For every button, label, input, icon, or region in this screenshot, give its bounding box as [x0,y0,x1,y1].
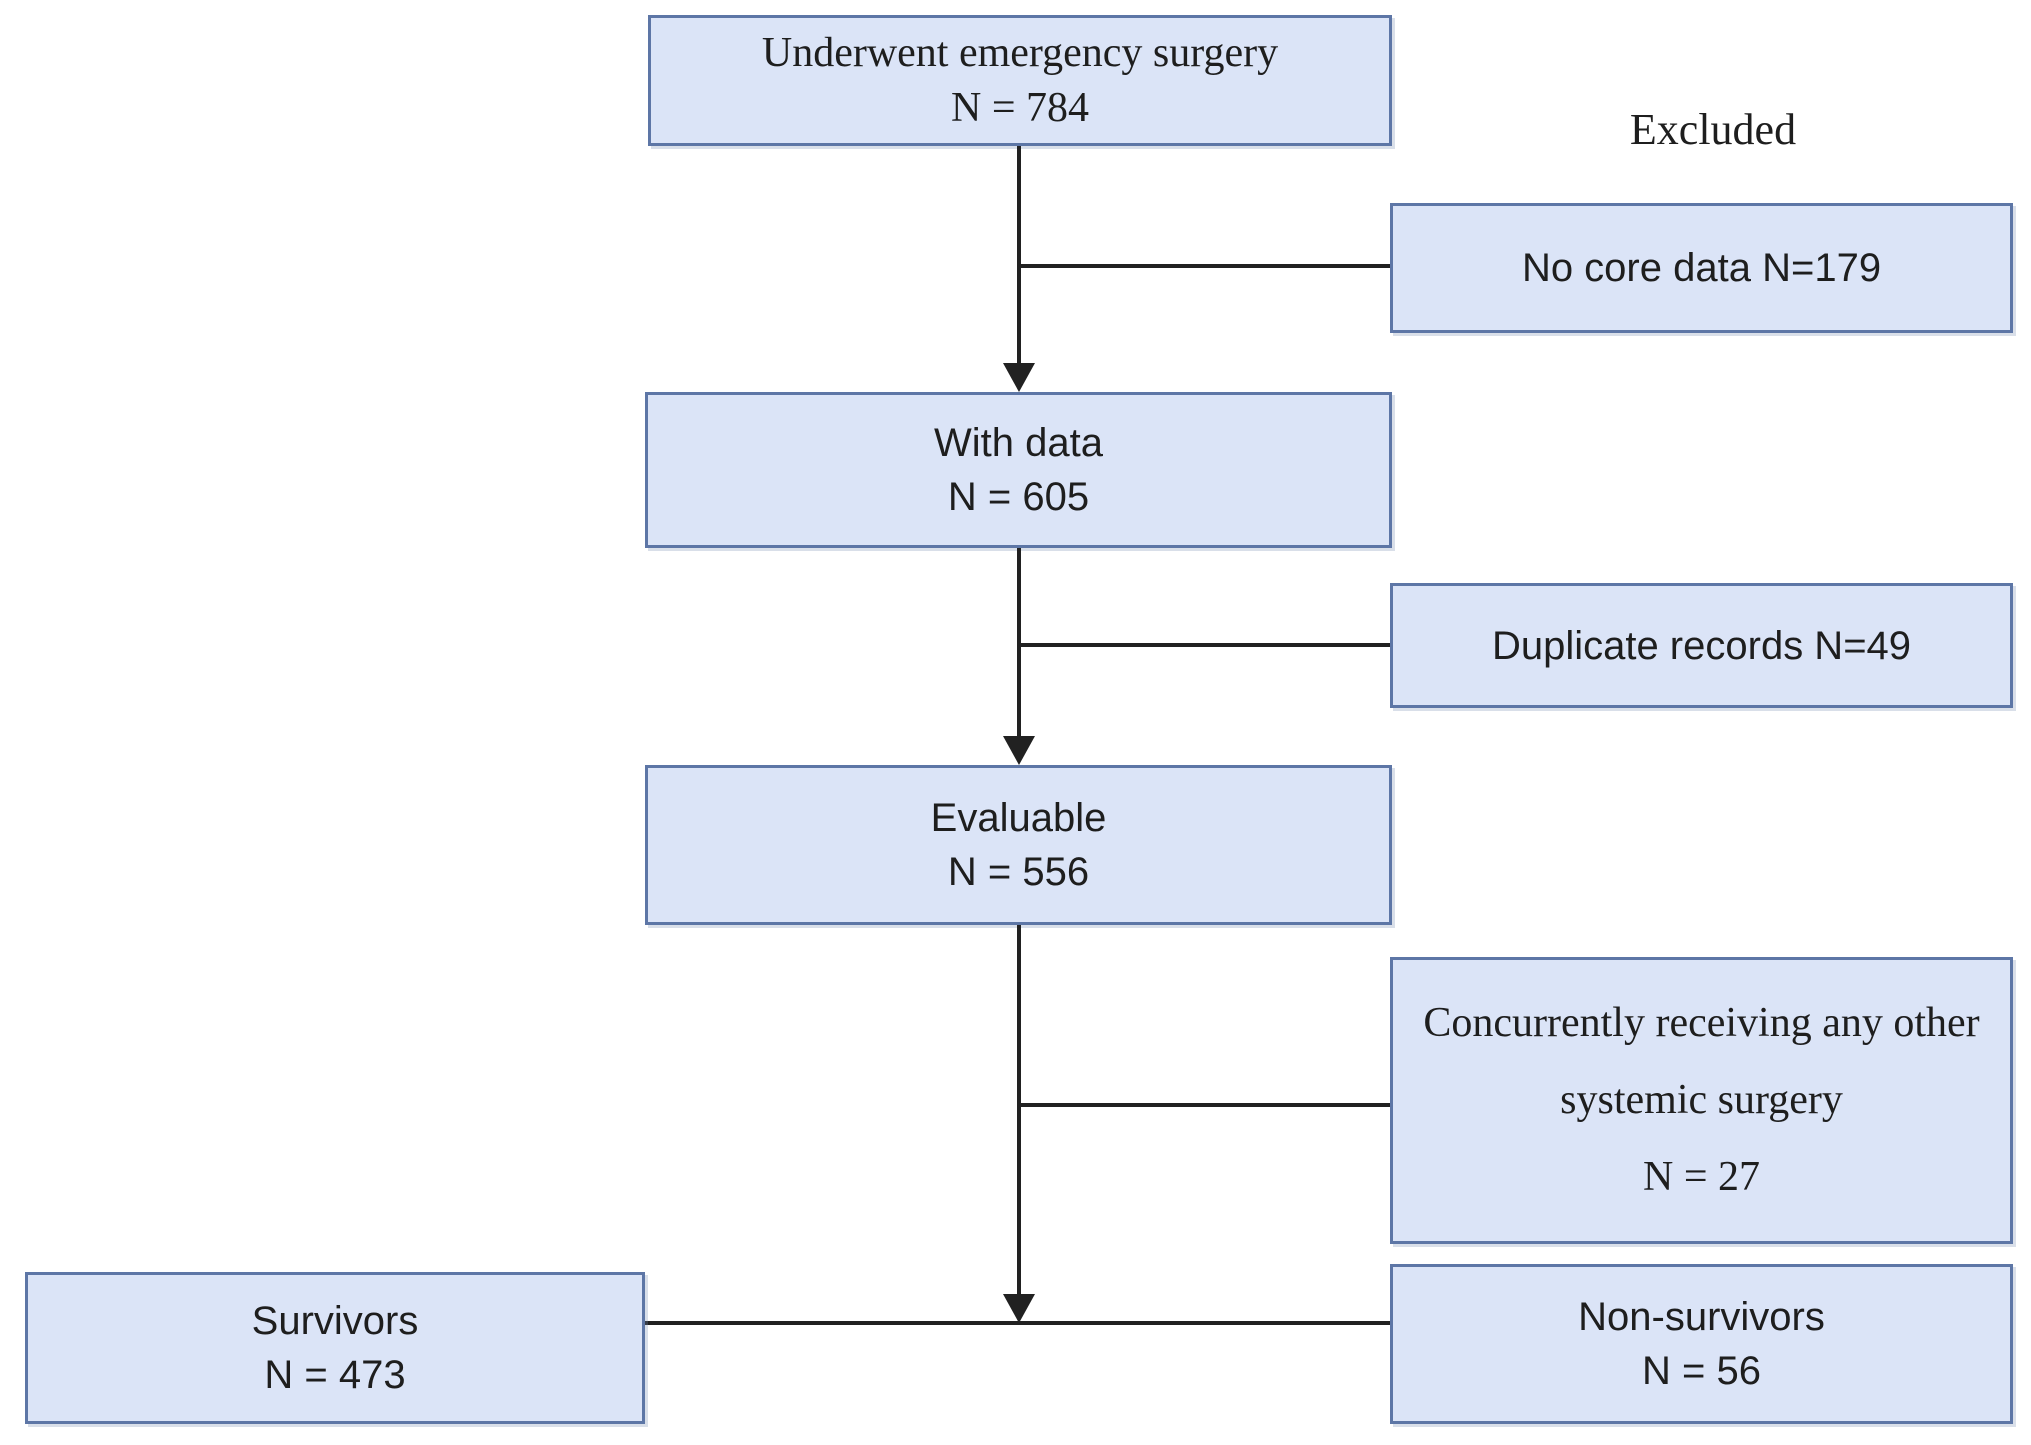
flow-box-survivors: Survivors N = 473 [25,1272,645,1424]
arrowhead-down-evaluable [1003,736,1035,765]
flow-box-count: N = 56 [1642,1349,1761,1393]
exclusion-box-text-line1: Concurrently receiving any other [1423,1000,1980,1047]
flow-box-count: N = 605 [947,475,1090,519]
connector-survivors-to-nonsurvivors [645,1321,1390,1325]
flow-box-title: With data [934,421,1103,465]
connector-branch-duplicate-records [1019,643,1390,647]
exclusion-box-no-core-data: No core data N=179 [1390,203,2013,333]
flow-box-with-data: With data N = 605 [645,392,1392,548]
exclusion-box-text: No core data N=179 [1521,246,1882,290]
exclusion-box-other-surgery: Concurrently receiving any other systemi… [1390,957,2013,1244]
flow-box-title: Evaluable [930,796,1107,840]
arrowhead-down-withdata [1003,363,1035,392]
flow-box-count: N = 473 [264,1353,406,1397]
flow-box-title: Non-survivors [1578,1295,1825,1339]
flow-box-title: Underwent emergency surgery [761,29,1279,76]
flow-box-non-survivors: Non-survivors N = 56 [1390,1264,2013,1424]
exclusion-box-text: Duplicate records N=49 [1491,623,1912,668]
excluded-label: Excluded [1629,105,1797,154]
flow-box-count: N = 784 [950,84,1090,131]
flow-box-evaluable: Evaluable N = 556 [645,765,1392,925]
flow-box-title: Survivors [251,1299,419,1343]
exclusion-box-text-line2: systemic surgery [1560,1077,1843,1124]
flow-box-count: N = 556 [947,850,1090,894]
exclusion-box-count: N = 27 [1642,1154,1761,1201]
connector-underwent-to-withdata [1017,146,1021,365]
flow-box-underwent-surgery: Underwent emergency surgery N = 784 [648,15,1392,146]
connector-branch-other-surgery [1019,1103,1390,1107]
exclusion-box-duplicate-records: Duplicate records N=49 [1390,583,2013,708]
connector-evaluable-to-outcomes [1017,925,1021,1296]
arrowhead-down-outcomes [1003,1294,1035,1323]
connector-branch-no-core-data [1019,264,1390,268]
